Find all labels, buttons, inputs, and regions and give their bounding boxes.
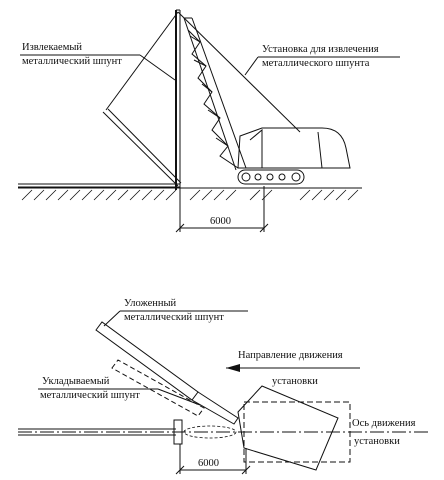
label-pile-line1: Извлекаемый <box>22 42 82 53</box>
rig-plan-dashed <box>243 401 351 463</box>
guide-ellipse <box>183 425 237 439</box>
laid-pile-inclined <box>95 321 239 425</box>
label-rig-line1: Установка для извлечения <box>262 44 379 55</box>
label-laying-line2: металлический шпунт <box>40 390 140 401</box>
crawler-track <box>237 169 305 185</box>
label-direction-line2: установки <box>272 376 318 387</box>
ground-hatching <box>21 189 359 201</box>
direction-arrow-head <box>226 364 240 372</box>
plan-dimension-label: 6000 <box>198 458 219 469</box>
label-laid-line1: Уложенный <box>124 298 177 309</box>
leader-laying-arrow <box>157 388 201 406</box>
leader-rig-arrow <box>244 56 259 76</box>
crane-boom <box>183 17 247 171</box>
elevation-view: 6000 Извлекаемый металлический шпунт Уст… <box>18 9 400 233</box>
leader-pile-arrow <box>139 54 176 81</box>
plan-laid-pile <box>18 419 183 445</box>
label-laid-line2: металлический шпунт <box>124 312 224 323</box>
cable-left <box>105 11 179 111</box>
label-laying-line1: Укладываемый <box>42 376 110 387</box>
elevation-dimension-label: 6000 <box>210 216 231 227</box>
laying-pile-dashed <box>111 359 205 417</box>
rig-plan-solid <box>237 385 339 471</box>
inclined-pile <box>102 108 182 187</box>
elevation-dimension <box>175 186 269 233</box>
extracted-pile <box>175 9 181 190</box>
label-axis-line1: Ось движения <box>352 418 416 429</box>
laid-pile-ground <box>18 183 180 188</box>
label-rig-line2: металлического шпунта <box>262 58 370 69</box>
label-pile-line2: металлический шпунт <box>22 56 122 67</box>
leader-laid-arrow <box>103 310 121 327</box>
plan-view: 6000 Уложенный металлический шпунт Уклад… <box>18 298 430 475</box>
cable-right <box>177 11 301 133</box>
plan-dimension <box>175 444 251 475</box>
label-axis-line2: установки <box>354 436 400 447</box>
crane-cab <box>237 127 351 169</box>
label-direction-line1: Направление движения <box>238 350 343 361</box>
